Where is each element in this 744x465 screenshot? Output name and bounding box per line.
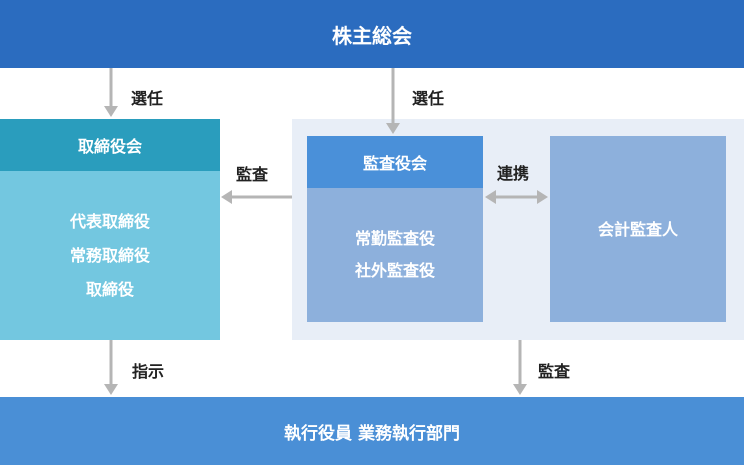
accounting-auditor-label: 会計監査人 xyxy=(597,220,678,239)
board-member: 代表取締役 xyxy=(69,211,150,231)
audit-board-box: 監査役会 常勤監査役 社外監査役 xyxy=(307,136,483,322)
elect-board-arrow xyxy=(104,68,118,117)
audit-to-exec-label: 監査 xyxy=(538,362,571,381)
accounting-auditor-box: 会計監査人 xyxy=(550,136,726,322)
instruct-label: 指示 xyxy=(132,362,165,381)
liaison-label: 連携 xyxy=(497,164,530,183)
audit-to-board-label: 監査 xyxy=(236,165,269,184)
audit-board-title: 監査役会 xyxy=(362,154,427,173)
board-of-directors-box: 取締役会 代表取締役 常務取締役 取締役 xyxy=(0,119,220,340)
liaison-arrow xyxy=(485,190,548,204)
board-title: 取締役会 xyxy=(77,137,142,156)
elect-audit-arrow xyxy=(386,68,400,134)
board-member: 常務取締役 xyxy=(69,245,150,265)
shareholders-meeting-label: 株主総会 xyxy=(332,23,412,48)
audit-board-members: 常勤監査役 社外監査役 xyxy=(307,188,483,322)
elect-board-label: 選任 xyxy=(131,89,164,108)
shareholders-meeting-box: 株主総会 xyxy=(0,0,744,68)
board-header: 取締役会 xyxy=(0,119,220,171)
executive-officers-box: 執行役員 業務執行部門 xyxy=(0,397,744,465)
audit-board-header: 監査役会 xyxy=(307,136,483,188)
board-member: 取締役 xyxy=(85,279,134,299)
executive-officers-label: 執行役員 業務執行部門 xyxy=(284,423,460,444)
audit-to-board-arrow xyxy=(221,190,292,204)
instruct-arrow xyxy=(104,340,118,395)
audit-board-member: 社外監査役 xyxy=(354,261,435,280)
audit-board-member: 常勤監査役 xyxy=(354,229,435,248)
audit-to-exec-arrow xyxy=(513,340,527,395)
elect-audit-label: 選任 xyxy=(412,89,445,108)
board-members: 代表取締役 常務取締役 取締役 xyxy=(0,171,220,340)
